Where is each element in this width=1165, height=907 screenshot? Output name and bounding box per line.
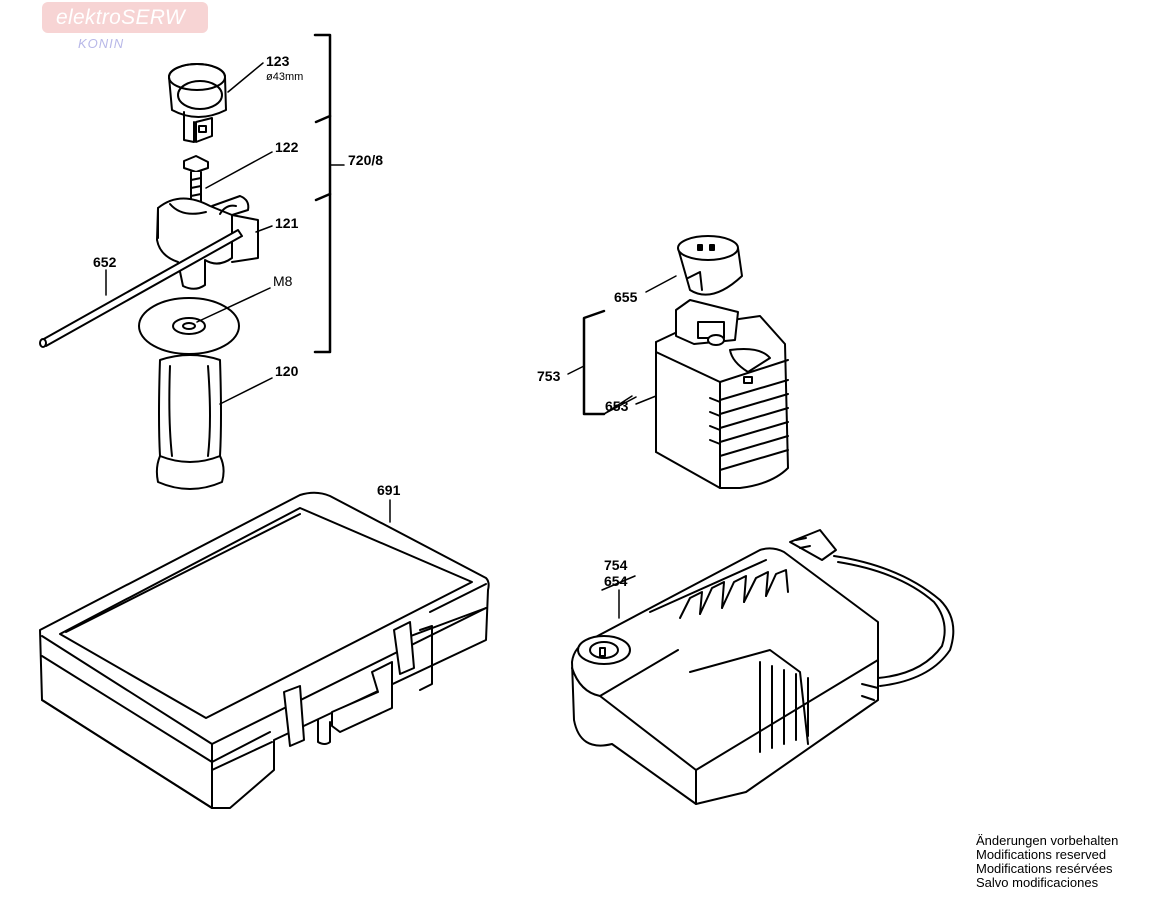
disclaimer-spanish: Salvo modificaciones — [976, 875, 1099, 890]
label-part-653: 653 — [605, 398, 629, 414]
watermark-brand: elektroSERW — [56, 6, 185, 29]
label-part-720-8: 720/8 — [348, 152, 383, 168]
label-part-121: 121 — [275, 215, 299, 231]
label-part-123-diameter: ø43mm — [266, 71, 303, 83]
depth-stop-rod-part — [39, 229, 243, 348]
label-thread-m8: M8 — [273, 273, 293, 289]
clamp-ring-part — [168, 63, 227, 143]
battery-cap-part — [677, 235, 743, 296]
disclaimer-english: Modifications reserved — [976, 847, 1107, 862]
label-part-123: 123 — [266, 53, 290, 69]
label-part-652: 652 — [93, 254, 117, 270]
holder-clamp-part — [156, 195, 259, 290]
charger-part — [571, 529, 955, 805]
label-part-120: 120 — [275, 363, 299, 379]
battery-pack-part — [655, 299, 789, 489]
watermark-logo: elektroSERW KONIN — [42, 2, 210, 52]
label-part-655: 655 — [614, 289, 638, 305]
label-part-753: 753 — [537, 368, 561, 384]
carry-case-part — [39, 491, 490, 809]
modifications-disclaimer: Änderungen vorbehalten Modifications res… — [976, 834, 1118, 890]
label-part-754: 754 — [604, 557, 628, 573]
watermark-city: KONIN — [78, 36, 125, 51]
label-part-654: 654 — [604, 573, 628, 589]
side-handle-part — [138, 297, 240, 490]
disclaimer-french: Modifications resérvées — [976, 861, 1113, 876]
label-part-122: 122 — [275, 139, 299, 155]
watermark-badge — [42, 2, 208, 33]
disclaimer-german: Änderungen vorbehalten — [976, 833, 1119, 848]
label-part-691: 691 — [377, 482, 401, 498]
